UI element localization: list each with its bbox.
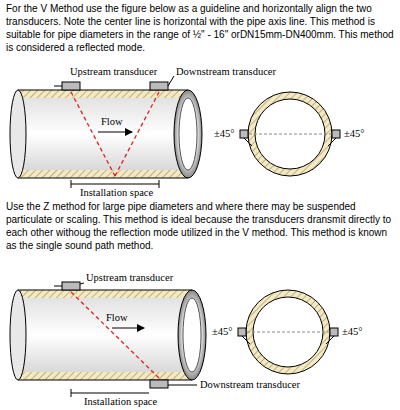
flow-label: Flow bbox=[106, 312, 128, 324]
angle-label: ±45° bbox=[212, 326, 232, 338]
v-cross-section bbox=[240, 92, 340, 176]
note-text: Use the Z method for large pipe diameter… bbox=[6, 200, 394, 252]
dimension-label: Installation space bbox=[80, 187, 153, 199]
part-label: Upstream transducer bbox=[70, 66, 157, 78]
flow-label: Flow bbox=[101, 116, 123, 128]
z-cross-section bbox=[238, 290, 338, 374]
angle-label: ±45° bbox=[342, 326, 362, 338]
v-pipe bbox=[10, 76, 202, 188]
angle-label: ±45° bbox=[214, 128, 234, 140]
part-label: Downstream transducer bbox=[200, 379, 300, 391]
dimension-label: Installation space bbox=[84, 396, 157, 408]
z-pipe bbox=[10, 282, 206, 397]
part-label: Downstream transducer bbox=[176, 66, 276, 78]
note-text: For the V Method use the figure below as… bbox=[6, 2, 394, 54]
angle-label: ±45° bbox=[344, 128, 364, 140]
part-label: Upstream transducer bbox=[86, 272, 173, 284]
